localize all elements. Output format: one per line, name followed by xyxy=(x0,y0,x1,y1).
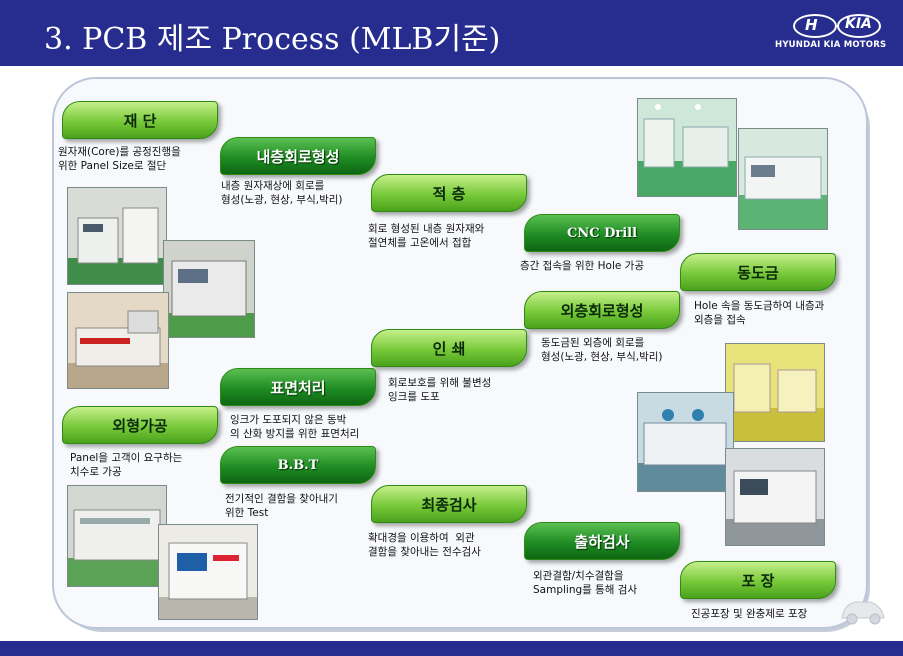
factory-photo-cleanroom-1 xyxy=(637,98,737,197)
step-final-inspection-desc: 확대경을 이용하여 외관 결함을 찾아내는 전수검사 xyxy=(368,532,481,558)
factory-photo-yellow-room-1 xyxy=(725,343,825,442)
kia-emblem-text: KIA xyxy=(845,16,872,32)
step-packing-desc: 진공포장 및 완충제로 포장 xyxy=(691,608,808,620)
factory-photo-cutting-2 xyxy=(163,240,255,338)
step-cut-button[interactable]: 재 단 xyxy=(62,101,218,139)
factory-photo-cutting-1 xyxy=(67,187,167,285)
step-copper-plating-button[interactable]: 동도금 xyxy=(680,253,836,291)
header-bar: 3. PCB 제조 Process (MLB기준) H KIA HYUNDAI … xyxy=(0,0,903,66)
step-surface-finish-desc: 잉크가 도포되지 않은 동박 의 산화 방지를 위한 표면처리 xyxy=(230,414,360,440)
footer-bar xyxy=(0,641,903,656)
hyundai-kia-logo: H KIA HYUNDAI KIA MOTORS xyxy=(775,10,893,54)
factory-photo-inspection-1 xyxy=(637,392,734,492)
step-final-inspection-button[interactable]: 최종검사 xyxy=(371,485,527,523)
car-watermark-icon xyxy=(841,601,885,625)
step-copper-plating-desc: Hole 속을 동도금하여 내층과 외층을 접속 xyxy=(694,300,825,326)
step-lamination-desc: 회로 형성된 내층 원자재와 절연체를 고온에서 접합 xyxy=(368,223,485,249)
step-shaping-desc: Panel을 고객이 요구하는 치수로 가공 xyxy=(70,452,183,478)
step-inner-layer-desc: 내층 원자재상에 회로를 형성(노광, 현상, 부식,박리) xyxy=(221,180,343,206)
factory-photo-shaping-1 xyxy=(67,485,167,587)
step-cnc-drill-desc: 층간 접속을 위한 Hole 가공 xyxy=(520,260,644,272)
factory-photo-shaping-2 xyxy=(158,524,258,620)
step-lamination-button[interactable]: 적 층 xyxy=(371,174,527,212)
factory-photo-cleanroom-2 xyxy=(738,128,828,230)
step-shaping-button[interactable]: 외형가공 xyxy=(62,406,218,444)
step-bbt-button[interactable]: B.B.T xyxy=(220,446,376,484)
step-cut-desc: 원자재(Core)를 공정진행을 위한 Panel Size로 절단 xyxy=(58,146,181,172)
step-inner-layer-button[interactable]: 내층회로형성 xyxy=(220,137,376,175)
hyundai-emblem-icon xyxy=(793,14,837,38)
factory-photo-inspection-2 xyxy=(725,448,825,546)
hyundai-emblem-letter: H xyxy=(805,16,818,34)
step-printing-desc: 회로보호를 위해 불변성 잉크를 도포 xyxy=(388,377,492,403)
step-surface-finish-button[interactable]: 표면처리 xyxy=(220,368,376,406)
logo-brand-text: HYUNDAI KIA MOTORS xyxy=(775,40,887,50)
step-outer-layer-desc: 동도금된 외층에 회로를 형성(노광, 현상, 부식,박리) xyxy=(541,337,663,363)
logo-marks: H KIA xyxy=(793,14,893,38)
step-packing-button[interactable]: 포 장 xyxy=(680,561,836,599)
step-printing-button[interactable]: 인 쇄 xyxy=(371,329,527,367)
factory-photo-lamination xyxy=(67,292,169,389)
step-cnc-drill-button[interactable]: CNC Drill xyxy=(524,214,680,252)
step-shipping-inspection-desc: 외관결함/치수결함을 Sampling를 통해 검사 xyxy=(533,570,638,596)
step-outer-layer-button[interactable]: 외층회로형성 xyxy=(524,291,680,329)
page-title: 3. PCB 제조 Process (MLB기준) xyxy=(44,22,501,57)
kia-emblem-icon xyxy=(837,14,881,38)
step-shipping-inspection-button[interactable]: 출하검사 xyxy=(524,522,680,560)
step-bbt-desc: 전기적인 결함을 찾아내기 위한 Test xyxy=(225,493,338,519)
